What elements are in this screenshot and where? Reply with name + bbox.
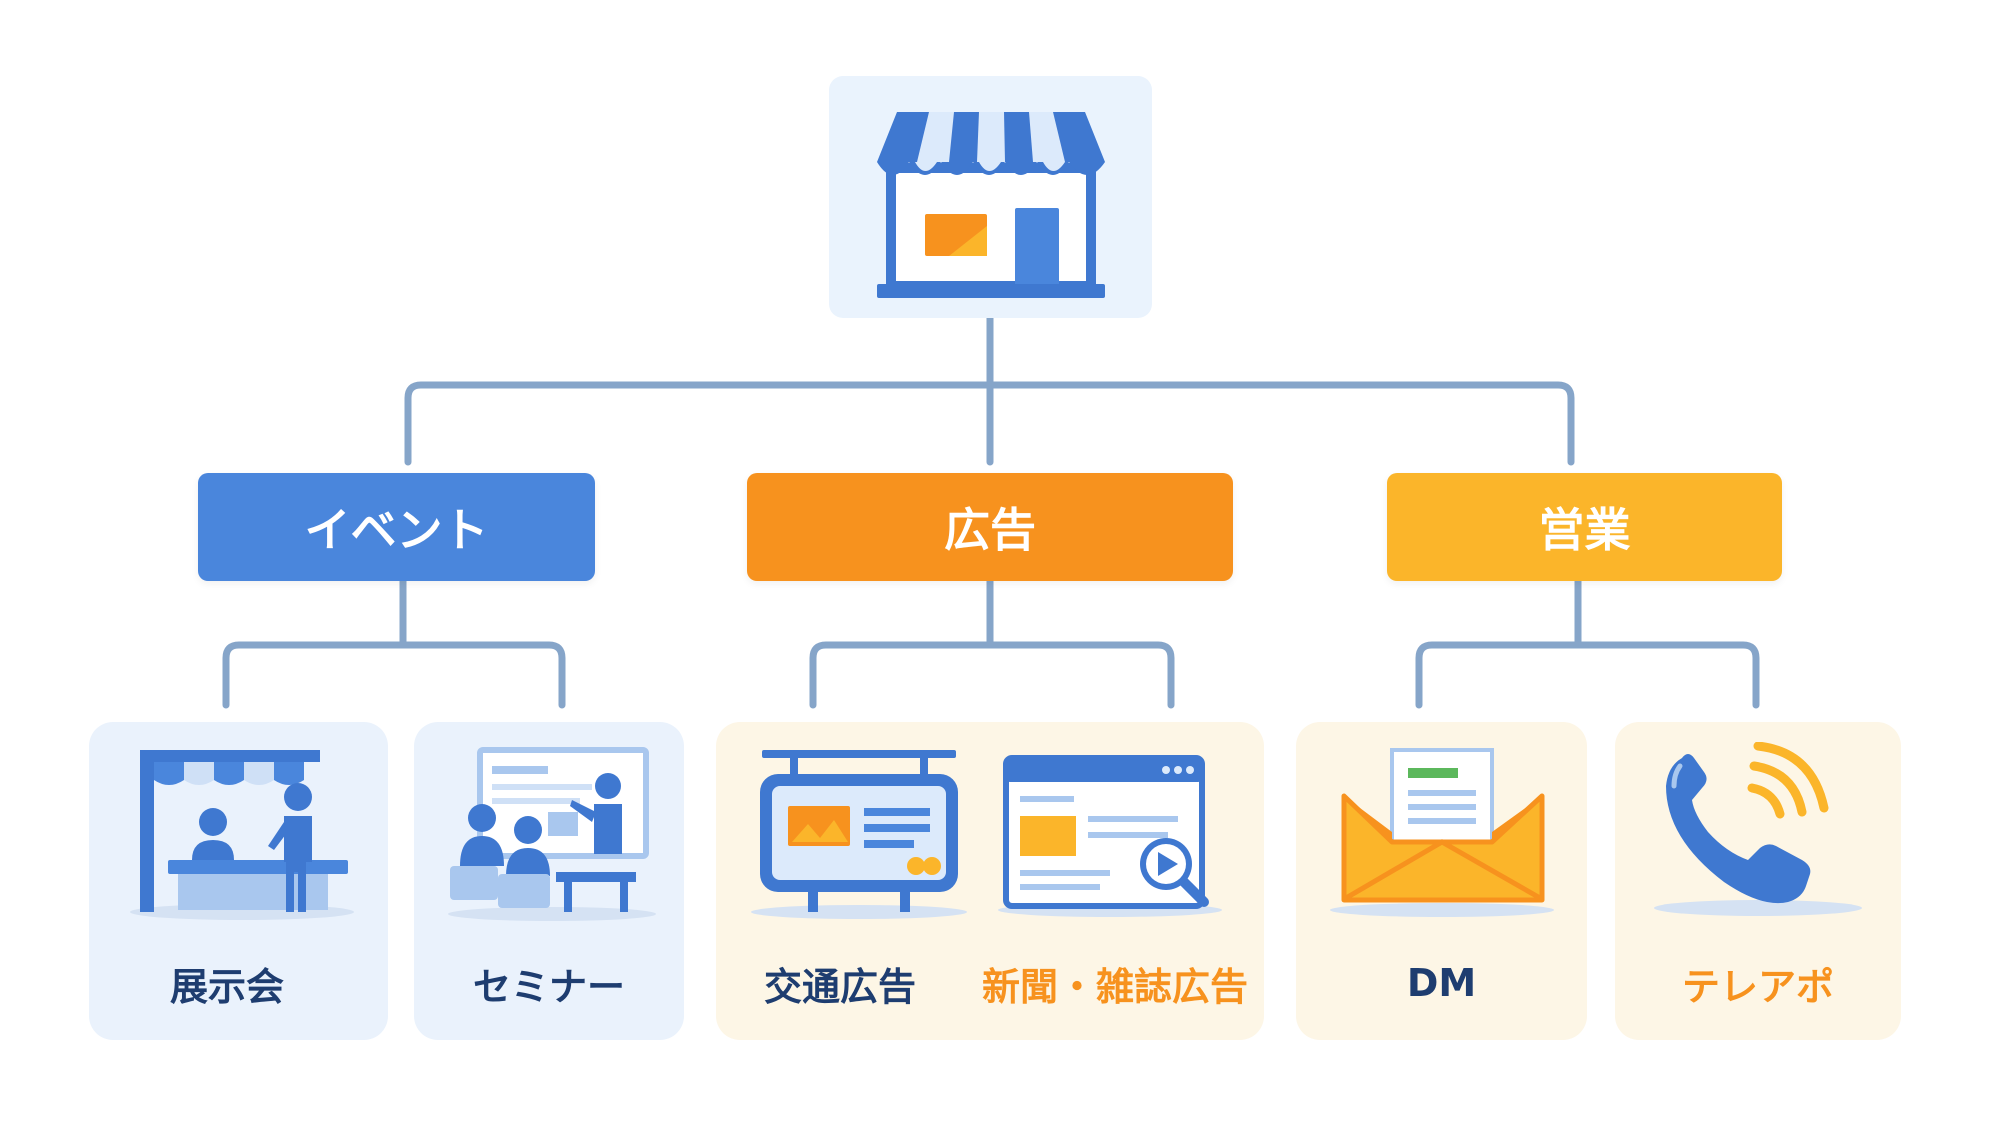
label-teleapo: テレアポ bbox=[1681, 964, 1834, 1009]
seminar-presentation-icon bbox=[448, 747, 656, 921]
sales-branch-line bbox=[1415, 577, 1760, 709]
category-event-label: イベント bbox=[304, 503, 489, 557]
label-exhibition: 展示会 bbox=[169, 964, 284, 1009]
category-sales-label: 営業 bbox=[1538, 503, 1631, 557]
label-transit-ad: 交通広告 bbox=[763, 964, 916, 1009]
phone-icon bbox=[1654, 742, 1862, 916]
billboard-icon bbox=[751, 750, 967, 919]
category-event: イベント bbox=[198, 473, 595, 581]
root-branch-line bbox=[404, 381, 1575, 466]
label-print-ad: 新聞・雑誌広告 bbox=[981, 964, 1248, 1009]
category-sales: 営業 bbox=[1387, 473, 1782, 581]
category-advertising-label: 広告 bbox=[944, 503, 1036, 557]
exhibition-booth-icon bbox=[130, 750, 354, 920]
category-advertising: 広告 bbox=[747, 473, 1233, 581]
label-seminar: セミナー bbox=[472, 964, 625, 1009]
store-icon bbox=[877, 112, 1105, 298]
web-article-search-icon bbox=[998, 755, 1222, 917]
label-dm: DM bbox=[1406, 961, 1477, 1005]
root-node bbox=[829, 76, 1152, 318]
event-branch-line bbox=[222, 577, 566, 709]
mail-envelope-icon bbox=[1330, 748, 1554, 917]
ad-branch-line bbox=[809, 577, 1175, 709]
